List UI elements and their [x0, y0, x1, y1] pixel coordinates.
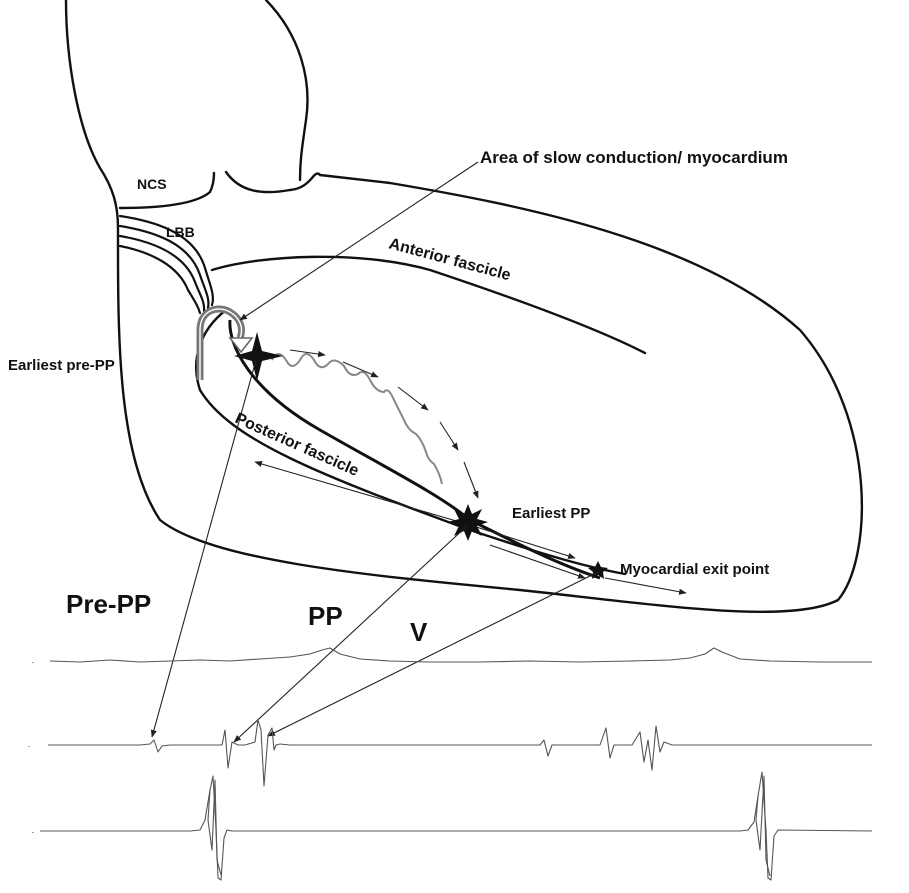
ncs-wall: [226, 172, 320, 192]
bipolar-egm-trace-outer: [208, 776, 770, 876]
myocardial-exit-label: Myocardial exit point: [620, 561, 769, 578]
fascicle-arrow-antegrade: [470, 525, 575, 558]
pre-pp-label: Pre-PP: [66, 589, 151, 619]
lbb-label: LBB: [166, 224, 195, 240]
trace-tick-2: -: [28, 744, 30, 750]
dashed-reentry-arc: [290, 350, 478, 498]
exit-to-egm-arrow: [268, 572, 598, 736]
exit-arrow-2: [605, 578, 686, 593]
slow-conduction-label: Area of slow conduction/ myocardium: [480, 148, 788, 167]
pp-label: PP: [308, 601, 343, 631]
ncs-label: NCS: [137, 176, 167, 192]
earliest-pre-pp-label: Earliest pre-PP: [8, 357, 115, 374]
v-label: V: [410, 617, 428, 647]
u-turn-arrow: [200, 309, 252, 380]
trace-tick-1: -: [32, 660, 34, 666]
earliest-pp-label: Earliest PP: [512, 505, 590, 522]
pp-to-egm-arrow: [234, 525, 468, 742]
bipolar-egm-trace: [40, 772, 872, 880]
ncs-leaflet: [120, 173, 214, 208]
aortic-outline-right: [266, 0, 307, 180]
trace-tick-3: -: [32, 830, 34, 836]
posterior-fascicle-label: Posterior fascicle: [232, 410, 361, 480]
inner-lv-cavity: [212, 257, 645, 353]
local-egm-trace: [48, 720, 872, 786]
slow-conduction-pointer: [240, 162, 478, 320]
